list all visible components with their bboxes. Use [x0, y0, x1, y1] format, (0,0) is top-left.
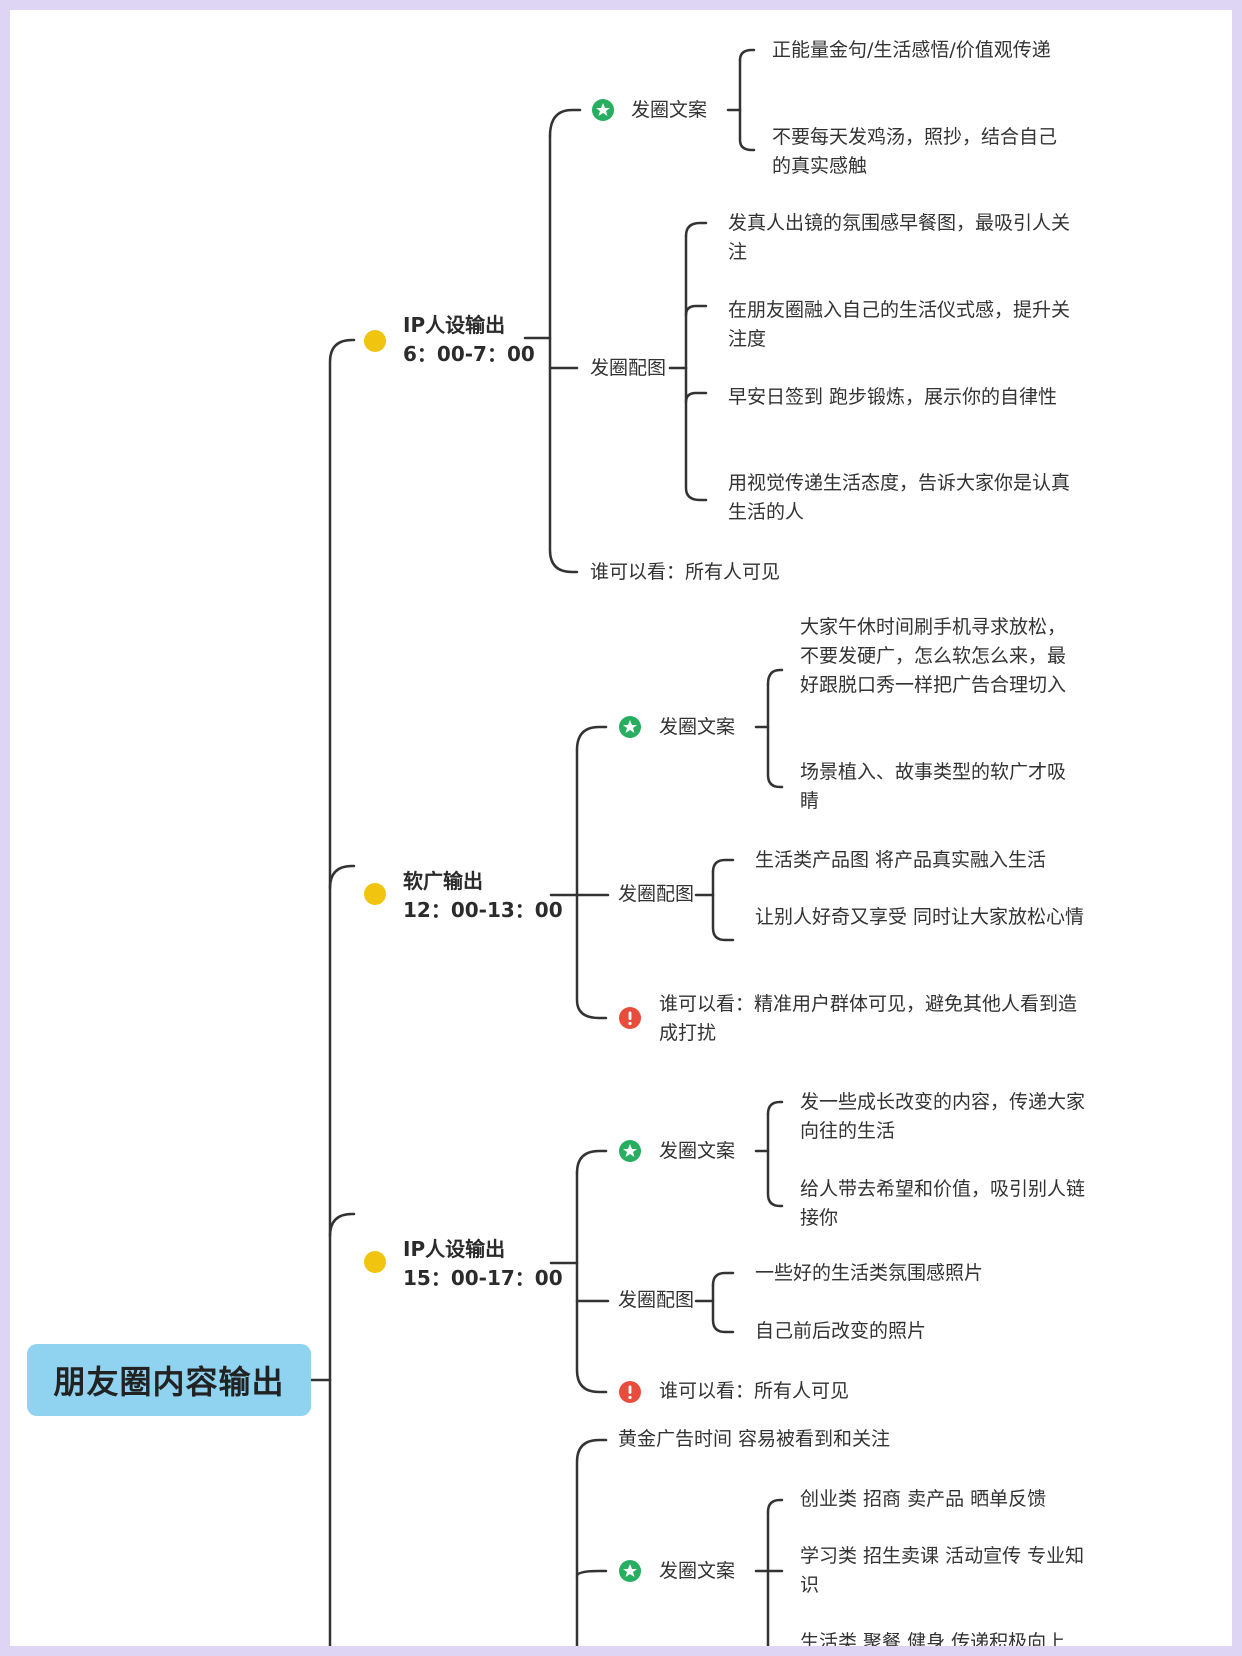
section-1-node[interactable]: IP人设输出 6：00-7：00: [403, 311, 535, 369]
image-item-2-1[interactable]: 生活类产品图 将产品真实融入生活: [755, 849, 1047, 871]
copy-item-1-2[interactable]: 不要每天发鸡汤，照抄，结合自己的真实感触: [772, 126, 1058, 177]
time-dot-icon: [364, 1251, 386, 1273]
copy-item-2-2[interactable]: 场景植入、故事类型的软广才吸睛: [800, 761, 1067, 812]
alert-icon: [619, 1007, 641, 1029]
image-item-1-4[interactable]: 用视觉传递生活态度，告诉大家你是认真生活的人: [728, 472, 1071, 523]
alert-icon: [619, 1381, 641, 1403]
copy-item-4-2[interactable]: 学习类 招生卖课 活动宣传 专业知识: [800, 1545, 1085, 1596]
image-label-2[interactable]: 发圈配图: [618, 883, 695, 905]
mind-map-canvas: 朋友圈内容输出 IP人设输出 6：00-7：00 发圈文案 正能量金句/生活感悟…: [10, 10, 1232, 1646]
visibility-3[interactable]: 谁可以看：所有人可见: [659, 1380, 850, 1402]
section-1-time: 6：00-7：00: [403, 342, 535, 366]
copy-label-4[interactable]: 发圈文案: [659, 1560, 736, 1582]
star-icon: [619, 1560, 641, 1582]
image-label-3[interactable]: 发圈配图: [618, 1289, 695, 1311]
section-2-time: 12：00-13：00: [403, 898, 563, 922]
image-item-3-1[interactable]: 一些好的生活类氛围感照片: [755, 1262, 984, 1284]
visibility-2[interactable]: 谁可以看：精准用户群体可见，避免其他人看到造成打扰: [659, 993, 1078, 1044]
visibility-1[interactable]: 谁可以看：所有人可见: [590, 561, 781, 583]
copy-label-1[interactable]: 发圈文案: [631, 99, 708, 121]
image-item-1-3[interactable]: 早安日签到 跑步锻炼，展示你的自律性: [728, 386, 1058, 408]
copy-item-2-1[interactable]: 大家午休时间刷手机寻求放松，不要发硬广，怎么软怎么来，最好跟脱口秀一样把广告合理…: [800, 616, 1067, 696]
root-node[interactable]: 朋友圈内容输出: [27, 1344, 311, 1416]
time-dot-icon: [364, 883, 386, 905]
image-item-1-2[interactable]: 在朋友圈融入自己的生活仪式感，提升关注度: [728, 299, 1071, 350]
copy-item-4-1[interactable]: 创业类 招商 卖产品 晒单反馈: [800, 1488, 1047, 1510]
copy-item-4-3[interactable]: 生活类 聚餐 健身 传递积极向上: [800, 1631, 1066, 1646]
image-item-1-1[interactable]: 发真人出镜的氛围感早餐图，最吸引人关注: [728, 212, 1071, 263]
copy-item-3-1[interactable]: 发一些成长改变的内容，传递大家向往的生活: [800, 1091, 1086, 1142]
copy-label-2[interactable]: 发圈文案: [659, 716, 736, 738]
copy-label-3[interactable]: 发圈文案: [659, 1140, 736, 1162]
section-2-title: 软广输出: [403, 869, 483, 893]
section-3-node[interactable]: IP人设输出 15：00-17：00: [403, 1235, 563, 1293]
golden-time-node[interactable]: 黄金广告时间 容易被看到和关注: [618, 1428, 891, 1450]
section-2-node[interactable]: 软广输出 12：00-13：00: [403, 867, 563, 925]
image-label-1[interactable]: 发圈配图: [590, 357, 667, 379]
star-icon: [592, 99, 614, 121]
star-icon: [619, 716, 641, 738]
image-item-2-2[interactable]: 让别人好奇又享受 同时让大家放松心情: [755, 906, 1085, 928]
section-3-time: 15：00-17：00: [403, 1266, 563, 1290]
connector-lines: [309, 48, 784, 1646]
copy-item-1-1[interactable]: 正能量金句/生活感悟/价值观传递: [772, 39, 1051, 61]
star-icon: [619, 1140, 641, 1162]
section-1-title: IP人设输出: [403, 313, 506, 337]
image-item-3-2[interactable]: 自己前后改变的照片: [755, 1320, 927, 1342]
section-3-title: IP人设输出: [403, 1237, 506, 1261]
copy-item-3-2[interactable]: 给人带去希望和价值，吸引别人链接你: [800, 1178, 1086, 1229]
time-dot-icon: [364, 330, 386, 352]
